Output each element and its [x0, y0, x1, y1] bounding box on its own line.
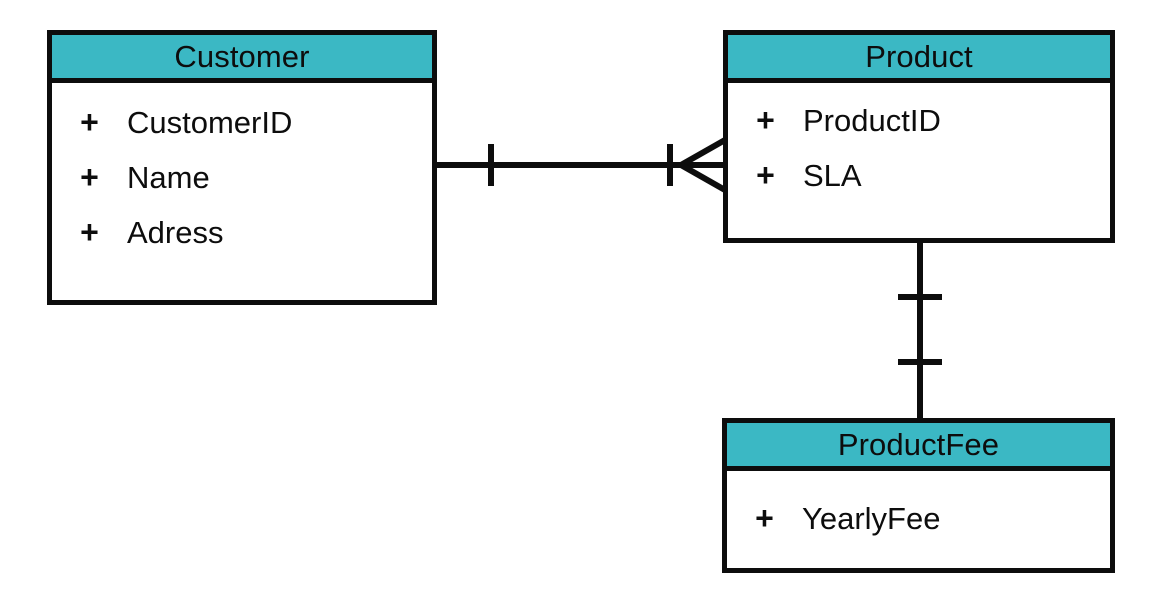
attribute-label: YearlyFee — [802, 500, 941, 536]
entity-customer-title: Customer — [52, 35, 432, 83]
cardinality-one-marker — [898, 359, 942, 365]
attribute-label: ProductID — [803, 102, 941, 138]
attribute-label: Name — [127, 159, 210, 195]
cardinality-one-marker — [667, 144, 673, 186]
plus-icon: + — [756, 102, 775, 138]
cardinality-many-crowfoot-icon — [679, 137, 726, 193]
plus-icon: + — [756, 157, 775, 193]
entity-productfee[interactable]: ProductFee + YearlyFee — [722, 418, 1115, 573]
attribute-row: + Adress — [52, 211, 432, 253]
plus-icon: + — [755, 500, 774, 536]
entity-product[interactable]: Product + ProductID + SLA — [723, 30, 1115, 243]
plus-icon: + — [80, 104, 99, 140]
relationship-line — [437, 162, 725, 168]
relationship-line — [917, 243, 923, 421]
cardinality-one-marker — [898, 294, 942, 300]
attribute-label: CustomerID — [127, 104, 293, 140]
attribute-row: + CustomerID — [52, 101, 432, 143]
entity-productfee-title: ProductFee — [727, 423, 1110, 471]
entity-customer-attributes: + CustomerID + Name + Adress — [52, 83, 432, 300]
attribute-row: + SLA — [728, 154, 1110, 196]
attribute-label: SLA — [803, 157, 862, 193]
entity-product-title: Product — [728, 35, 1110, 83]
attribute-label: Adress — [127, 214, 224, 250]
entity-customer[interactable]: Customer + CustomerID + Name + Adress — [47, 30, 437, 305]
entity-productfee-attributes: + YearlyFee — [727, 471, 1110, 568]
attribute-row: + YearlyFee — [727, 497, 1110, 539]
attribute-row: + ProductID — [728, 99, 1110, 141]
attribute-row: + Name — [52, 156, 432, 198]
cardinality-one-marker — [488, 144, 494, 186]
plus-icon: + — [80, 214, 99, 250]
entity-product-attributes: + ProductID + SLA — [728, 83, 1110, 238]
plus-icon: + — [80, 159, 99, 195]
